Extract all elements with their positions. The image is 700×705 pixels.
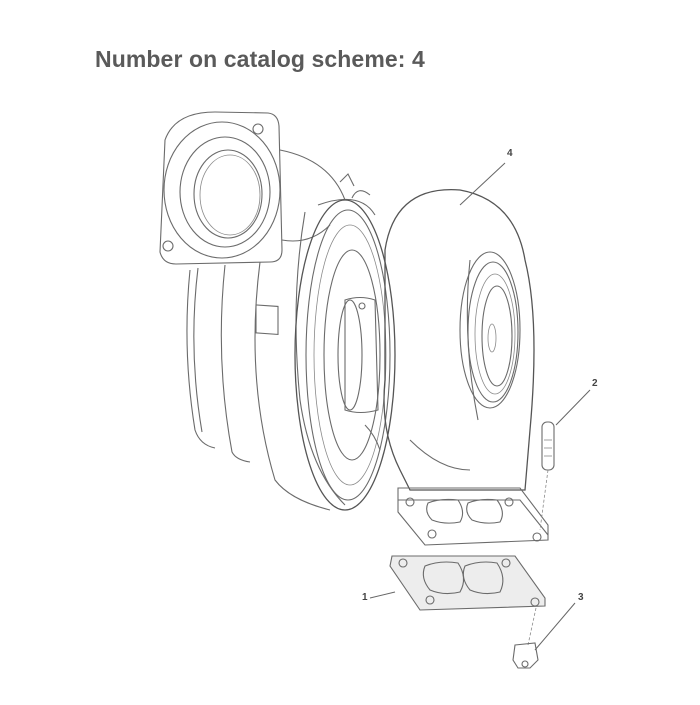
turbine-flange: [397, 487, 549, 546]
callout-label-2: 2: [592, 378, 598, 389]
nut: [512, 607, 539, 669]
leader-line-4: [459, 162, 506, 206]
leader-line-2: [555, 389, 591, 426]
callout-label-3: 3: [578, 592, 584, 603]
center-housing: [294, 173, 396, 511]
leader-line-3: [534, 602, 576, 651]
stud: [539, 421, 555, 531]
callout-label-1: 1: [362, 592, 368, 603]
leader-line-1: [369, 591, 396, 599]
page-title: Number on catalog scheme: 4: [95, 46, 425, 72]
compressor-housing: [186, 198, 376, 511]
callout-label-4: 4: [507, 148, 513, 159]
turbine-housing: [383, 189, 535, 491]
gasket: [389, 555, 546, 611]
compressor-inlet-flange: [159, 111, 346, 265]
